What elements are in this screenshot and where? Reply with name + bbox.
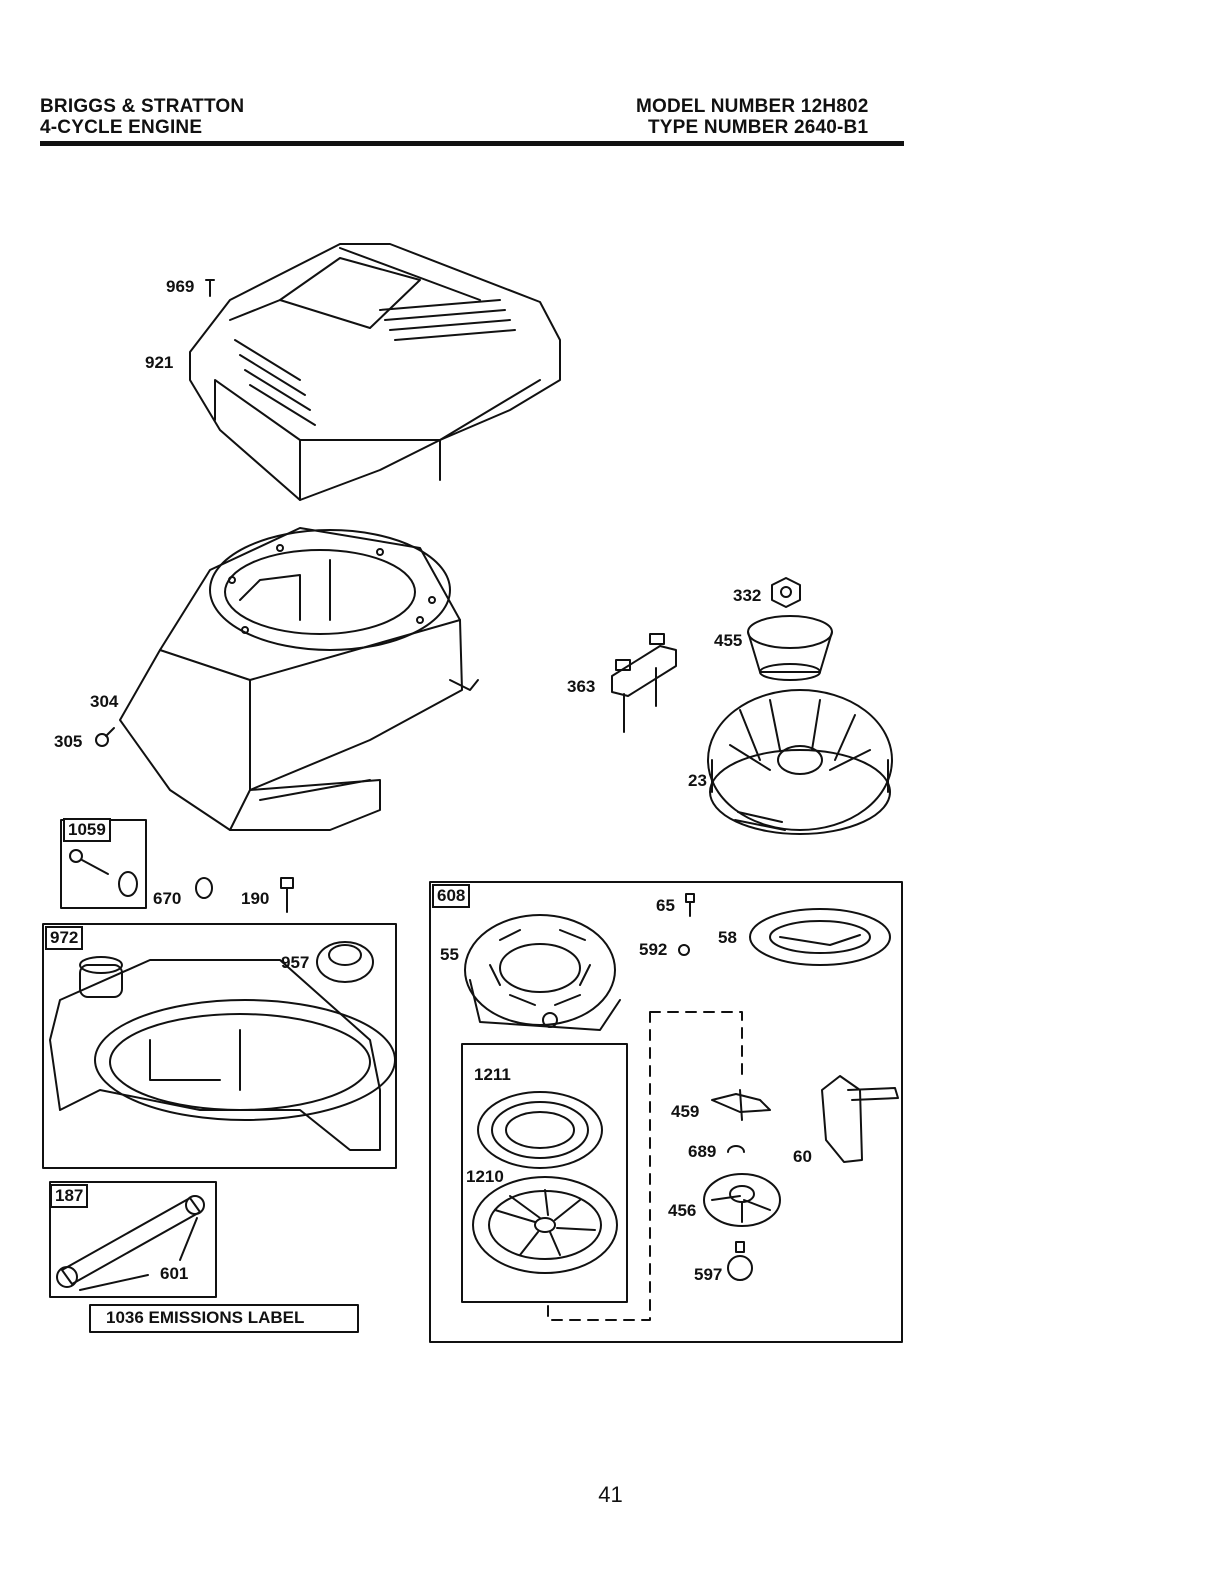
blower-housing-304-icon xyxy=(120,528,478,830)
screw-969-icon xyxy=(206,280,214,296)
kit-label-1059: 1059 xyxy=(63,818,111,842)
flywheel-23-icon xyxy=(708,690,892,834)
callout-1211: 1211 xyxy=(474,1066,511,1084)
stud-190-icon xyxy=(281,878,293,912)
callout-1210: 1210 xyxy=(466,1168,504,1186)
callout-55: 55 xyxy=(440,946,459,964)
shoulder-bolt-1059-icon xyxy=(70,850,137,896)
screw-597-icon xyxy=(728,1242,752,1280)
callout-455: 455 xyxy=(714,632,742,650)
bolt-305-icon xyxy=(96,728,114,746)
callout-190: 190 xyxy=(241,890,269,908)
callout-304: 304 xyxy=(90,693,118,711)
cup-455-icon xyxy=(748,616,832,680)
pulley-1210-icon xyxy=(473,1177,617,1273)
callout-969: 969 xyxy=(166,278,194,296)
callout-60: 60 xyxy=(793,1148,812,1166)
callout-65: 65 xyxy=(656,897,675,915)
callout-23: 23 xyxy=(688,772,707,790)
kit-label-972: 972 xyxy=(45,926,83,950)
emissions-label: 1036 EMISSIONS LABEL xyxy=(106,1309,304,1327)
fuel-cap-957-icon xyxy=(317,942,373,982)
screw-65-icon xyxy=(686,894,694,916)
spring-58-icon xyxy=(750,909,890,965)
page-number: 41 xyxy=(0,1482,1221,1508)
callout-456: 456 xyxy=(668,1202,696,1220)
callout-670: 670 xyxy=(153,890,181,908)
clip-689-icon xyxy=(728,1146,744,1152)
callout-957: 957 xyxy=(281,954,309,972)
starter-housing-55-icon xyxy=(465,915,620,1030)
bracket-363-icon xyxy=(612,634,676,732)
callout-332: 332 xyxy=(733,587,761,605)
blower-cover-921-icon xyxy=(190,244,560,500)
kit-label-187: 187 xyxy=(50,1184,88,1208)
callout-689: 689 xyxy=(688,1143,716,1161)
retainer-456-icon xyxy=(704,1174,780,1226)
callout-305: 305 xyxy=(54,733,82,751)
callout-597: 597 xyxy=(694,1266,722,1284)
fuel-tank-972-icon xyxy=(50,957,395,1150)
kit-label-608: 608 xyxy=(432,884,470,908)
callout-58: 58 xyxy=(718,929,737,947)
callout-363: 363 xyxy=(567,678,595,696)
spacer-670-icon xyxy=(196,878,212,898)
callout-921: 921 xyxy=(145,354,173,372)
pawl-459-icon xyxy=(712,1090,770,1120)
rewind-spring-1211-icon xyxy=(478,1092,602,1168)
nut-332-icon xyxy=(772,578,800,607)
callout-592: 592 xyxy=(639,941,667,959)
nut-592-icon xyxy=(679,945,689,955)
handle-60-icon xyxy=(822,1076,898,1162)
callout-601: 601 xyxy=(160,1265,188,1283)
callout-459: 459 xyxy=(671,1103,699,1121)
